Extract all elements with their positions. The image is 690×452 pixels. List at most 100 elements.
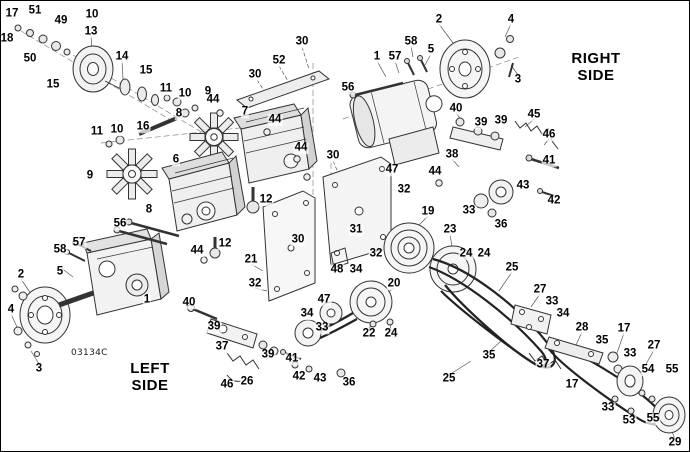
callout-24: 24 bbox=[383, 327, 399, 340]
callout-10: 10 bbox=[177, 87, 193, 100]
callout-29: 29 bbox=[667, 436, 683, 449]
callout-43: 43 bbox=[515, 179, 531, 192]
callout-10: 10 bbox=[109, 123, 125, 136]
callout-35: 35 bbox=[594, 334, 610, 347]
idler-arm-right bbox=[449, 117, 560, 218]
callout-46: 46 bbox=[219, 378, 235, 391]
callout-49: 49 bbox=[53, 14, 69, 27]
callout-30: 30 bbox=[290, 233, 306, 246]
callout-10: 10 bbox=[84, 8, 100, 21]
right-pump-bolts bbox=[349, 55, 428, 99]
right-pulley-hardware bbox=[494, 35, 514, 78]
callout-1: 1 bbox=[372, 50, 382, 63]
callout-15: 15 bbox=[45, 78, 61, 91]
callout-32: 32 bbox=[368, 247, 384, 260]
callout-9: 9 bbox=[203, 85, 213, 98]
callout-42: 42 bbox=[546, 194, 562, 207]
mount-screws bbox=[200, 109, 443, 264]
callout-57: 57 bbox=[71, 236, 87, 249]
left-brake-disc bbox=[19, 286, 71, 344]
callout-52: 52 bbox=[271, 54, 287, 67]
callout-40: 40 bbox=[181, 296, 197, 309]
callout-23: 23 bbox=[442, 223, 458, 236]
callout-47: 47 bbox=[384, 163, 400, 176]
callout-46: 46 bbox=[541, 128, 557, 141]
callout-48: 48 bbox=[329, 263, 345, 276]
callout-39: 39 bbox=[473, 116, 489, 129]
cooling-fan-left bbox=[106, 148, 158, 200]
mount-bar bbox=[235, 70, 331, 109]
right-side-label-line2: SIDE bbox=[577, 66, 615, 84]
callout-30: 30 bbox=[294, 35, 310, 48]
bracket bbox=[330, 247, 349, 269]
callout-39: 39 bbox=[493, 114, 509, 127]
callout-33: 33 bbox=[314, 321, 330, 334]
callout-11: 11 bbox=[89, 125, 105, 138]
callout-32: 32 bbox=[247, 277, 263, 290]
gearbox-shafts bbox=[209, 187, 260, 259]
callout-55: 55 bbox=[645, 412, 661, 425]
callout-18: 18 bbox=[0, 32, 15, 45]
callout-57: 57 bbox=[387, 50, 403, 63]
left-side-label-line1: LEFT bbox=[130, 360, 170, 377]
left-pump bbox=[58, 228, 170, 316]
left-pulley-hardware bbox=[14, 24, 71, 56]
callout-45: 45 bbox=[526, 108, 542, 121]
callout-51: 51 bbox=[27, 4, 43, 17]
callout-41: 41 bbox=[284, 352, 300, 365]
callout-19: 19 bbox=[420, 205, 436, 218]
right-pump bbox=[349, 79, 443, 166]
vertical-plate-left bbox=[262, 190, 316, 302]
callout-54: 54 bbox=[640, 363, 656, 376]
callout-6: 6 bbox=[171, 153, 181, 166]
callout-37: 37 bbox=[535, 358, 551, 371]
callout-56: 56 bbox=[340, 81, 356, 94]
callout-25: 25 bbox=[441, 372, 457, 385]
callout-33: 33 bbox=[600, 401, 616, 414]
right-pulley bbox=[439, 39, 491, 99]
callout-34: 34 bbox=[348, 263, 364, 276]
callout-30: 30 bbox=[247, 68, 263, 81]
callout-40: 40 bbox=[448, 102, 464, 115]
left-pulley bbox=[72, 45, 159, 106]
callout-3: 3 bbox=[513, 73, 523, 86]
left-side-label-line2: SIDE bbox=[131, 376, 169, 394]
callout-44: 44 bbox=[427, 165, 443, 178]
callout-33: 33 bbox=[622, 347, 638, 360]
idler-assembly-left-bottom bbox=[187, 301, 346, 382]
callout-55: 55 bbox=[664, 363, 680, 376]
callout-13: 13 bbox=[83, 25, 99, 38]
callout-44: 44 bbox=[205, 93, 221, 106]
left-pump-bolts bbox=[64, 218, 180, 262]
callout-39: 39 bbox=[206, 320, 222, 333]
right-side-label: RIGHT SIDE bbox=[563, 50, 629, 84]
callout-8: 8 bbox=[174, 107, 184, 120]
callout-24: 24 bbox=[476, 247, 492, 260]
drawing-code: 03134C bbox=[71, 348, 108, 358]
callout-34: 34 bbox=[299, 307, 315, 320]
callout-12: 12 bbox=[217, 237, 233, 250]
callout-20: 20 bbox=[386, 277, 402, 290]
callout-4: 4 bbox=[506, 13, 516, 26]
callout-43: 43 bbox=[312, 372, 328, 385]
callout-27: 27 bbox=[532, 283, 548, 296]
callout-47: 47 bbox=[316, 293, 332, 306]
callout-30: 30 bbox=[325, 149, 341, 162]
callout-7: 7 bbox=[240, 105, 250, 118]
callout-39: 39 bbox=[260, 348, 276, 361]
callout-50: 50 bbox=[22, 52, 38, 65]
callout-32: 32 bbox=[396, 183, 412, 196]
callout-44: 44 bbox=[189, 244, 205, 257]
callout-37: 37 bbox=[214, 340, 230, 353]
callout-1: 1 bbox=[142, 293, 152, 306]
right-side-label-line1: RIGHT bbox=[571, 50, 621, 67]
callout-34: 34 bbox=[555, 307, 571, 320]
callout-35: 35 bbox=[481, 349, 497, 362]
cooling-fan-right bbox=[189, 112, 239, 162]
callout-36: 36 bbox=[493, 218, 509, 231]
left-side-label: LEFT SIDE bbox=[117, 360, 183, 394]
callout-33: 33 bbox=[461, 204, 477, 217]
callout-4: 4 bbox=[6, 303, 16, 316]
